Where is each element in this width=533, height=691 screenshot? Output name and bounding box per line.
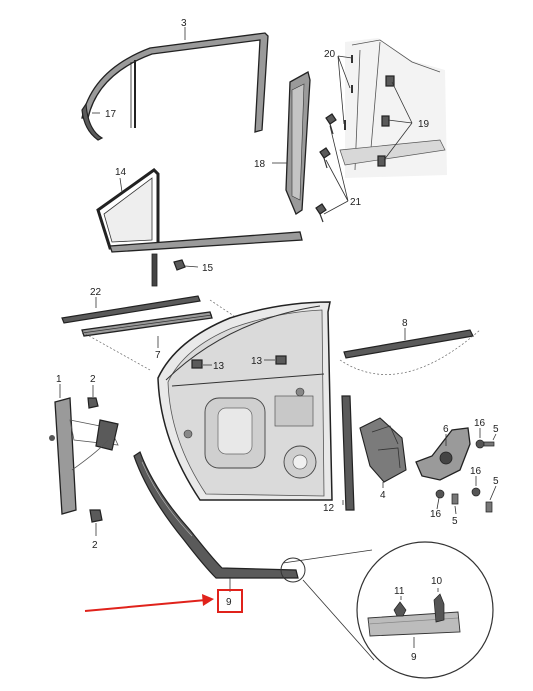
callout-9-detail: 9 xyxy=(411,652,417,663)
callout-20: 20 xyxy=(324,49,336,60)
part-13-clip-right xyxy=(275,355,287,365)
callout-16-c: 16 xyxy=(430,509,442,520)
callout-16-b: 16 xyxy=(470,466,482,477)
callout-19: 19 xyxy=(418,119,430,130)
part-9-lower-seal xyxy=(133,451,299,579)
callout-22: 22 xyxy=(90,287,102,298)
part-12-guide-rail xyxy=(341,395,355,511)
part-22-outer-strip xyxy=(61,295,201,324)
detail-magnifier xyxy=(280,541,494,679)
callout-2-top: 2 xyxy=(90,374,96,385)
callout-13-left: 13 xyxy=(213,361,225,372)
callout-4: 4 xyxy=(380,490,386,501)
part-2-guide-top xyxy=(87,397,99,409)
part-4-window-motor xyxy=(359,417,407,483)
callout-21: 21 xyxy=(350,197,362,208)
part-6-drive-unit xyxy=(415,427,471,481)
callout-14: 14 xyxy=(115,167,127,178)
callout-17: 17 xyxy=(105,109,117,120)
pillar-inset-view xyxy=(339,38,447,178)
callout-6: 6 xyxy=(443,424,449,435)
callout-2-bottom: 2 xyxy=(92,540,98,551)
callout-5-b: 5 xyxy=(493,476,499,487)
callout-18: 18 xyxy=(254,159,266,170)
part-8-belt-moulding xyxy=(343,329,474,359)
callout-8: 8 xyxy=(402,318,408,329)
part-3-window-channel xyxy=(81,32,269,141)
part-13-clip-left xyxy=(191,359,203,369)
part-14-quarter-frame xyxy=(96,168,303,253)
callout-3: 3 xyxy=(181,18,187,29)
part-7-inner-strip xyxy=(81,311,213,337)
highlight-box xyxy=(217,589,243,613)
callout-5-a: 5 xyxy=(493,424,499,435)
callout-9-highlighted: 9 xyxy=(226,597,232,608)
highlight-arrow xyxy=(84,594,214,612)
fasteners-right xyxy=(435,439,495,513)
part-2-guide-bottom xyxy=(89,509,103,523)
callout-13-right: 13 xyxy=(251,356,263,367)
callout-5-c: 5 xyxy=(452,516,458,527)
part-1-window-regulator xyxy=(49,397,119,515)
door-shell xyxy=(157,301,333,501)
part-18-pillar-trim xyxy=(285,71,311,215)
callout-11: 11 xyxy=(394,586,405,597)
part-15-screw xyxy=(173,259,199,271)
callout-7: 7 xyxy=(155,350,161,361)
guide-bar xyxy=(151,253,158,287)
callout-15: 15 xyxy=(202,263,214,274)
callout-10: 10 xyxy=(431,576,443,587)
callout-1: 1 xyxy=(56,374,62,385)
callout-12: 12 xyxy=(323,503,335,514)
part-21-clips xyxy=(315,113,337,223)
callout-16-a: 16 xyxy=(474,418,486,429)
